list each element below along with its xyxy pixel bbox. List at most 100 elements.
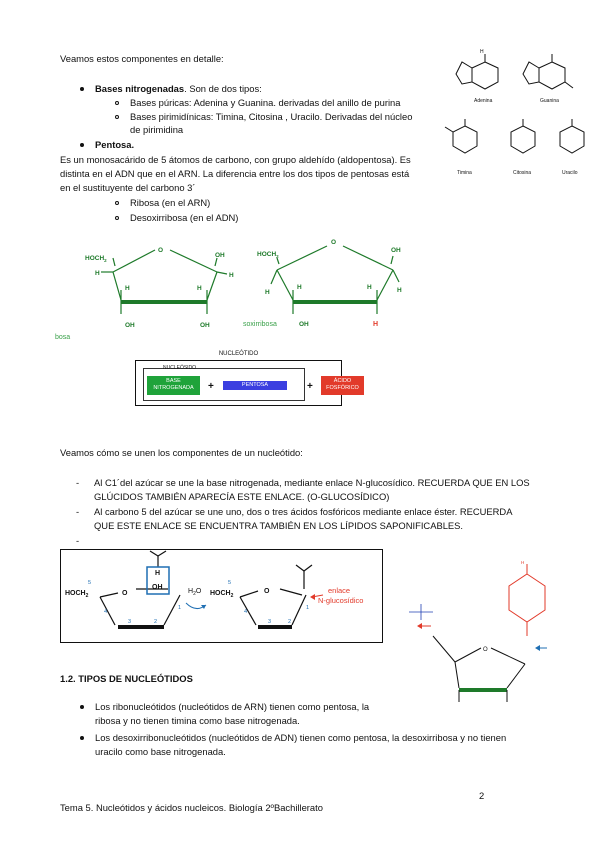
desoxi-hoch2-sub: 2 bbox=[276, 254, 279, 259]
bullet bbox=[80, 705, 84, 709]
ribosa-label: bosa bbox=[55, 334, 70, 341]
svg-text:HOCH2: HOCH2 bbox=[210, 590, 234, 599]
uracilo-label: Uracilo bbox=[562, 170, 578, 176]
nucleotide-structure-figure: H O bbox=[409, 560, 547, 702]
adenina-label: Adenina bbox=[474, 98, 493, 104]
adenina-nh2-label: H bbox=[480, 49, 484, 55]
sugar-o-label: O bbox=[483, 647, 488, 653]
pentosa-ribosa: Ribosa (en el ARN) bbox=[130, 197, 211, 208]
sub-bullet bbox=[115, 216, 119, 220]
bases-title-rest: . Son de dos tipos: bbox=[184, 83, 262, 94]
reaction-n2-right: 2 bbox=[288, 619, 291, 625]
bullet bbox=[80, 143, 84, 147]
bases-title: Bases nitrogenadas bbox=[95, 83, 185, 94]
reaction-h2o-sub: 2 bbox=[193, 591, 196, 597]
bullet bbox=[80, 736, 84, 740]
pentosa-desoxirribosa: Desoxirribosa (en el ADN) bbox=[130, 212, 239, 223]
ribosa-hoch2-label: HOCH bbox=[85, 255, 104, 262]
reaction-n2-left: 2 bbox=[154, 619, 157, 625]
ribosa-c2-h-label: H bbox=[197, 285, 202, 292]
reaction-hoch2-right: HOCH bbox=[210, 590, 231, 597]
sub-bullet bbox=[115, 115, 119, 119]
svg-text:HOCH2: HOCH2 bbox=[85, 255, 107, 263]
reaction-sub2-right: 2 bbox=[231, 593, 234, 599]
ribosa-o-label: O bbox=[158, 247, 163, 254]
acido-fosforico-block: ÁCIDO FOSFÓRICO bbox=[321, 376, 364, 395]
sub-bullet bbox=[115, 201, 119, 205]
pentose-structures-figure: HOCH2 O OH H H H H OH OH bosa HOCH2 O OH… bbox=[55, 239, 402, 341]
ribosa-c3-oh-label: OH bbox=[125, 322, 135, 329]
bases-structures-figure: H Adenina Guanina Timina Citosina Uracil… bbox=[444, 49, 585, 176]
svg-text:H2O: H2O bbox=[188, 588, 202, 597]
svg-text:HOCH2: HOCH2 bbox=[257, 251, 279, 259]
ribosa-c3-h-label: H bbox=[125, 285, 130, 292]
base-label-2: NITROGENADA bbox=[153, 385, 194, 391]
tipos-ribo-line-2: ribosa y no tienen timina como base nitr… bbox=[95, 715, 300, 726]
dash: - bbox=[76, 506, 80, 517]
union-line-2a: Al carbono 5 del azúcar se une uno, dos … bbox=[94, 506, 513, 517]
reaction-o-left: O bbox=[122, 590, 128, 597]
dash: - bbox=[76, 477, 80, 488]
desoxi-c4-h-label: H bbox=[265, 289, 270, 296]
ribosa-c2-oh-label: OH bbox=[200, 322, 210, 329]
ribosa-c4-h-label: H bbox=[95, 270, 100, 277]
reaction-hoch2-left: HOCH bbox=[65, 590, 86, 597]
reaction-sub2-left: 2 bbox=[86, 593, 89, 599]
pentosa-line-2: distinta en el ADN que en el ARN. La dif… bbox=[60, 168, 410, 179]
ribosa-c1-h-label: H bbox=[229, 272, 234, 279]
tipos-heading: 1.2. TIPOS DE NUCLEÓTIDOS bbox=[60, 673, 193, 684]
reaction-o-right: O bbox=[264, 588, 270, 595]
base-nitrogenada-block: BASE NITROGENADA bbox=[147, 376, 200, 395]
nucleosido-label: NUCLEÓSIDO bbox=[163, 365, 197, 371]
base-label-1: BASE bbox=[166, 378, 181, 384]
bases-item: Bases nitrogenadas. Son de dos tipos: bbox=[95, 82, 262, 95]
union-line-2b: QUE ESTE ENLACE SE ENCUENTRA TAMBIÉN EN … bbox=[94, 520, 464, 531]
reaction-h2o-o: O bbox=[196, 588, 202, 595]
enlace-label-1: enlace bbox=[328, 586, 350, 595]
reaction-n4-right: 4 bbox=[244, 609, 247, 615]
reaction-n1-right: 1 bbox=[306, 605, 309, 611]
desoxi-c1-oh-label: OH bbox=[391, 247, 401, 254]
tipos-desoxi-line-1: Los desoxirribonucleótidos (nucleótidos … bbox=[95, 732, 507, 743]
ribosa-hoch2-sub: 2 bbox=[104, 258, 107, 263]
pentosa-line-1: Es un monosacárido de 5 átomos de carbon… bbox=[60, 154, 411, 165]
desoxi-o-label: O bbox=[331, 239, 336, 246]
desoxi-hoch2-label: HOCH bbox=[257, 251, 276, 258]
pentosa-block: PENTOSA bbox=[223, 381, 287, 390]
nucleotido-title: NUCLEÓTIDO bbox=[218, 351, 259, 357]
page-number: 2 bbox=[479, 790, 485, 801]
bases-pyrimidines: Bases pirimidínicas: Timina, Citosina , … bbox=[130, 111, 413, 122]
reaction-oh-label: OH bbox=[152, 584, 163, 591]
desoxi-c1-h-label: H bbox=[397, 287, 402, 294]
union-intro: Veamos cómo se unen los componentes de u… bbox=[60, 447, 303, 458]
nucleosido-box bbox=[143, 368, 305, 401]
intro-text: Veamos estos componentes en detalle: bbox=[60, 53, 224, 64]
desoxi-c2-h-label: H bbox=[367, 284, 372, 291]
bases-purines: Bases púricas: Adenina y Guanina. deriva… bbox=[130, 97, 401, 108]
reaction-n3-left: 3 bbox=[128, 619, 131, 625]
reaction-n1-left: 1 bbox=[178, 605, 181, 611]
acido-label-2: FOSFÓRICO bbox=[326, 385, 359, 391]
desoxirribosa-label: soxirribosa bbox=[243, 321, 277, 328]
reaction-figure: H OH HOCH2 5 O 4 3 2 1 H2O HOCH2 5 O 4 3… bbox=[60, 549, 383, 643]
timina-label: Timina bbox=[457, 170, 472, 176]
dash: - bbox=[76, 535, 80, 546]
reaction-h2o-h: H bbox=[188, 588, 193, 595]
sub-bullet bbox=[115, 101, 119, 105]
acido-label-1: ÁCIDO bbox=[333, 378, 352, 384]
pentosa-line-3: en el sustituyente del carbono 3´ bbox=[60, 182, 196, 193]
desoxi-c2-h-highlight: H bbox=[373, 321, 378, 328]
enlace-label-2: N-glucosídico bbox=[318, 596, 363, 605]
svg-text:HOCH2: HOCH2 bbox=[65, 590, 89, 599]
footer-text: Tema 5. Nucleótidos y ácidos nucleicos. … bbox=[60, 802, 323, 813]
bullet bbox=[80, 87, 84, 91]
base-nh2-label: H bbox=[521, 560, 524, 565]
desoxi-c3-oh-label: OH bbox=[299, 321, 309, 328]
guanina-label: Guanina bbox=[540, 98, 559, 104]
citosina-label: Citosina bbox=[513, 170, 531, 176]
tipos-desoxi-line-2: uracilo como base nitrogenada. bbox=[95, 746, 226, 757]
reaction-n5-left: 5 bbox=[88, 580, 91, 586]
reaction-n3-right: 3 bbox=[268, 619, 271, 625]
pentosa-title: Pentosa. bbox=[95, 139, 135, 150]
union-line-1a: Al C1´del azúcar se une la base nitrogen… bbox=[94, 477, 530, 488]
